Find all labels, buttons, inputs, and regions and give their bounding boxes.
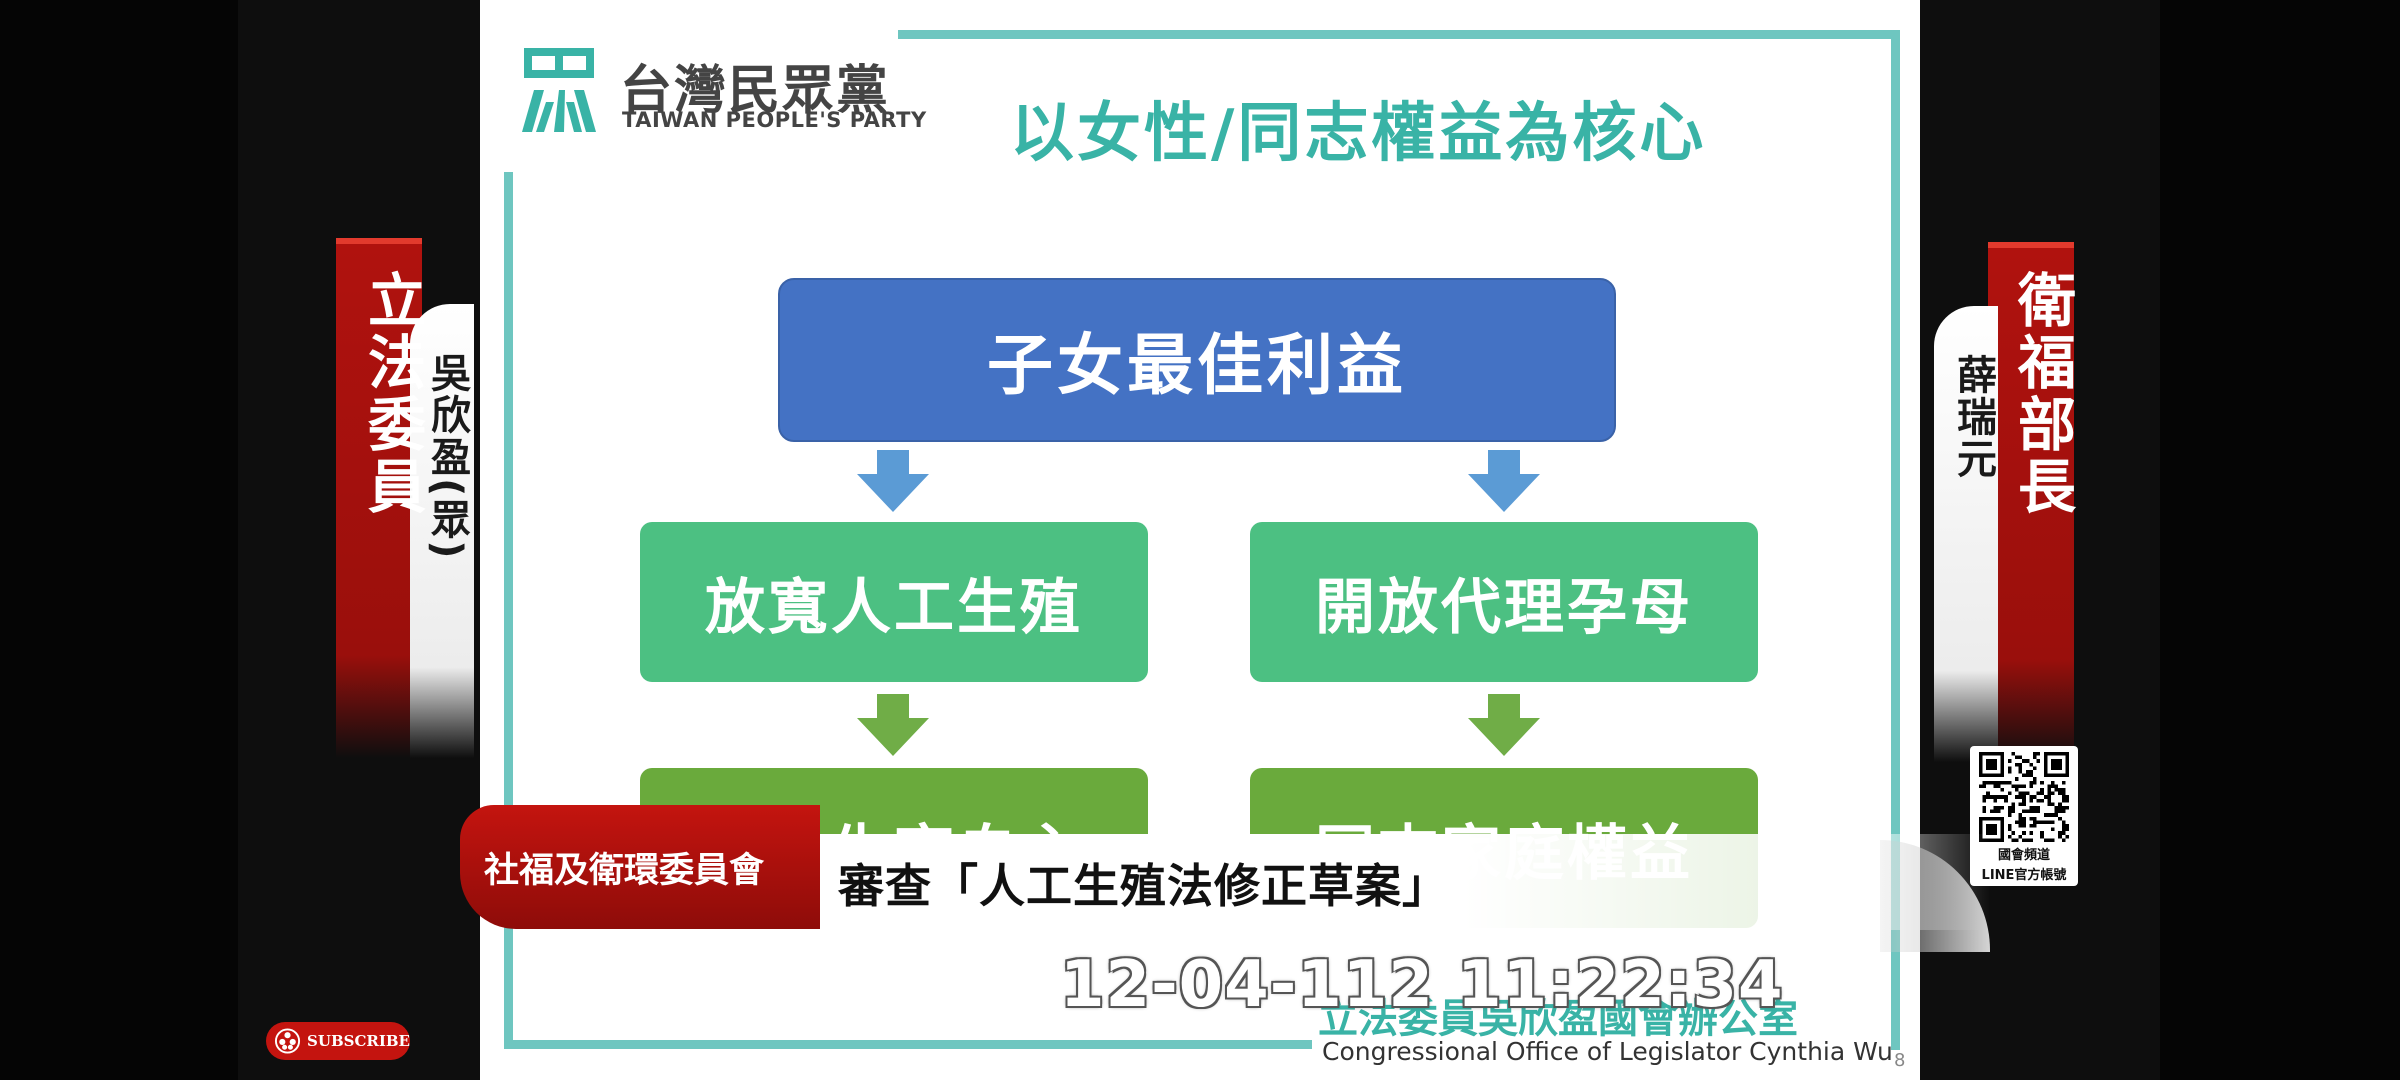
party-name-chinese: 台灣民眾黨 bbox=[620, 61, 891, 121]
qr-caption-channel: 國會頻道 bbox=[1997, 848, 2050, 863]
qr-caption-line: LINE官方帳號 bbox=[1981, 868, 2067, 883]
qr-code-icon bbox=[1979, 752, 2069, 842]
office-name-chinese: 立法委員吳欣盈國會辦公室 bbox=[1318, 996, 1798, 1042]
caption-bar bbox=[820, 834, 1990, 930]
arrow-down-icon bbox=[1468, 694, 1540, 756]
minister-name: 薛瑞元 bbox=[1950, 354, 1996, 480]
box-child-best-interest: 子女最佳利益 bbox=[778, 278, 1616, 442]
legislator-name: 吳欣盈(眾) bbox=[424, 352, 470, 561]
frame-left-line bbox=[504, 172, 513, 1048]
arrow-down-icon bbox=[857, 694, 929, 756]
left-name-tag bbox=[410, 304, 474, 758]
frame-top-line bbox=[898, 30, 1900, 39]
frame-right-line bbox=[1891, 30, 1900, 1050]
party-name-english: TAIWAN PEOPLE'S PARTY bbox=[622, 108, 927, 132]
frame-bottom-line bbox=[504, 1040, 1312, 1049]
broadcast-timestamp: 12-04-112 11:22:34 bbox=[1060, 948, 1784, 1022]
minister-title: 衛福部長 bbox=[2008, 270, 2076, 518]
session-caption: 審查「人工生殖法修正草案」 bbox=[838, 859, 1449, 913]
box-relax-art: 放寬人工生殖 bbox=[640, 522, 1148, 682]
office-name-english: Congressional Office of Legislator Cynth… bbox=[1322, 1037, 1893, 1066]
slide-title: 以女性/同志權益為核心 bbox=[1010, 97, 1707, 171]
arrow-down-icon bbox=[857, 450, 929, 512]
committee-badge bbox=[460, 805, 820, 929]
committee-label: 社福及衛環委員會 bbox=[484, 851, 765, 891]
box-open-surrogacy: 開放代理孕母 bbox=[1250, 522, 1758, 682]
right-name-tag bbox=[1934, 306, 1998, 762]
party-logo-icon bbox=[522, 48, 596, 132]
left-title-tag bbox=[336, 238, 422, 758]
subscribe-label: SUBSCRIBE bbox=[307, 1032, 410, 1050]
legislator-title: 立法委員 bbox=[358, 270, 426, 518]
subscribe-button[interactable]: SUBSCRIBE bbox=[266, 1022, 410, 1060]
arrow-down-icon bbox=[1468, 450, 1540, 512]
right-title-tag bbox=[1988, 242, 2074, 762]
slide-page-number: 8 bbox=[1894, 1050, 1906, 1071]
logo-icon bbox=[274, 1028, 301, 1054]
